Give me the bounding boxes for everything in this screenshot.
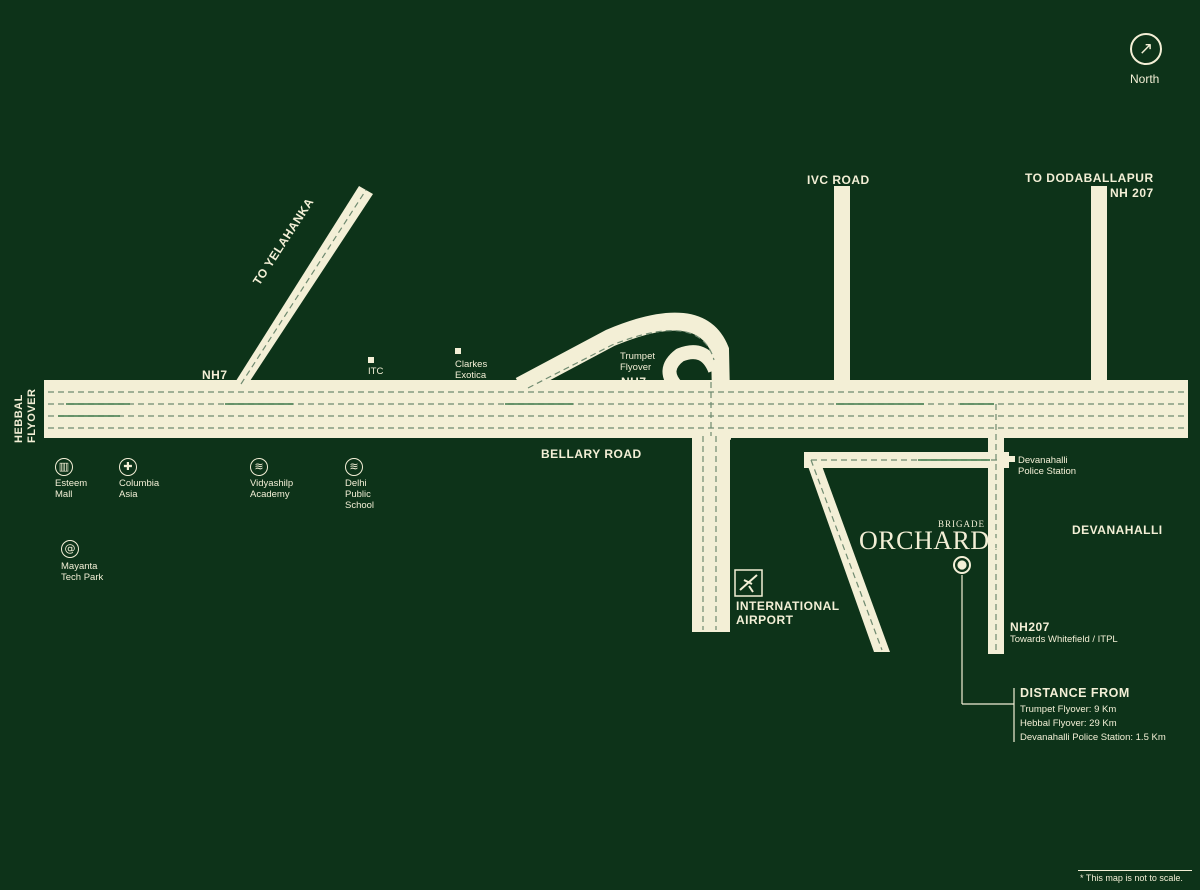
poi-line: Columbia <box>119 478 160 489</box>
distance-item: Trumpet Flyover: 9 Km <box>1020 704 1117 715</box>
yelahanka-road <box>234 186 373 384</box>
north-arrow-icon: ↗ <box>1130 33 1162 65</box>
school-icon: ≋ <box>250 458 268 476</box>
nh207-towards-label: Towards Whitefield / ITPL <box>1010 634 1118 645</box>
devanahalli-label: DEVANAHALLI <box>1072 523 1163 537</box>
footnote-rule <box>1078 870 1192 871</box>
itc-label: ITC <box>368 366 384 377</box>
bellary-road-label: BELLARY ROAD <box>541 447 642 461</box>
school-icon: ≋ <box>345 458 363 476</box>
distance-panel: DISTANCE FROM Trumpet Flyover: 9 Km Hebb… <box>1020 686 1166 745</box>
poi-line: Asia <box>119 489 138 500</box>
airport-line2: AIRPORT <box>736 613 794 627</box>
nh7-trumpet-label: NH7 <box>621 375 647 389</box>
poi-line: Delhi <box>345 478 367 489</box>
poi-mayanta-tech-park: Mayanta Tech Park <box>61 561 103 583</box>
poi-line: Academy <box>250 489 290 500</box>
clarkes-marker <box>455 348 461 354</box>
poi-line: Esteem <box>55 478 88 489</box>
poi-delhi-public-school: Delhi Public School <box>345 478 374 511</box>
poi-vidyashilp: Vidyashilp Academy <box>250 478 293 500</box>
north-label: North <box>1130 72 1160 86</box>
poi-columbia-asia: Columbia Asia <box>119 478 159 500</box>
mall-icon: ▥ <box>55 458 73 476</box>
hebbal-flyover-label: HEBBAL FLYOVER <box>13 389 39 443</box>
ivc-road-label: IVC ROAD <box>807 173 870 187</box>
airport-icon <box>734 569 763 597</box>
hebbal-line1: HEBBAL <box>13 394 25 443</box>
distance-connector <box>953 556 1015 742</box>
poi-line: Tech Park <box>61 572 104 583</box>
distance-item: Devanahalli Police Station: 1.5 Km <box>1020 732 1166 743</box>
police-marker <box>1009 456 1015 462</box>
ivc-road <box>834 186 850 382</box>
poi-line: Public <box>345 489 371 500</box>
nh7-left-label: NH7 <box>202 368 228 382</box>
poi-line: Mayanta <box>61 561 98 572</box>
nh207-top-label: NH 207 <box>1110 186 1154 200</box>
hebbal-line2: FLYOVER <box>26 388 38 443</box>
trumpet-label: Trumpet Flyover <box>620 351 655 373</box>
clarkes-label: Clarkes Exotica <box>455 359 487 381</box>
nh7-highway <box>44 380 1188 438</box>
airport-label: INTERNATIONAL AIRPORT <box>736 599 840 627</box>
itc-marker <box>368 357 374 363</box>
footnote: * This map is not to scale. <box>1080 873 1183 883</box>
distance-title: DISTANCE FROM <box>1020 686 1130 700</box>
police-line1: Devanahalli <box>1018 455 1068 466</box>
devanahalli-spur <box>804 455 890 652</box>
poi-line: School <box>345 500 375 511</box>
poi-esteem-mall: Esteem Mall <box>55 478 87 500</box>
hospital-icon: ✚ <box>119 458 137 476</box>
poi-line: Vidyashilp <box>250 478 294 489</box>
brand-small: BRIGADE <box>938 519 985 529</box>
clarkes-line2: Exotica <box>455 370 487 381</box>
police-line2: Police Station <box>1018 466 1077 477</box>
airport-line1: INTERNATIONAL <box>736 599 840 613</box>
trumpet-line1: Trumpet <box>620 351 656 362</box>
police-label: Devanahalli Police Station <box>1018 455 1076 477</box>
distance-item: Hebbal Flyover: 29 Km <box>1020 718 1117 729</box>
nh207-north-road <box>1091 186 1107 382</box>
trumpet-line2: Flyover <box>620 362 652 373</box>
tech-park-icon: @ <box>61 540 79 558</box>
to-dodaballapur-label: TO DODABALLAPUR <box>1025 171 1154 185</box>
poi-line: Mall <box>55 489 73 500</box>
nh207-bottom-label: NH207 <box>1010 620 1050 634</box>
airport-road <box>692 436 730 632</box>
clarkes-line1: Clarkes <box>455 359 488 370</box>
brand-logo: ORCHARDS <box>859 526 1005 555</box>
